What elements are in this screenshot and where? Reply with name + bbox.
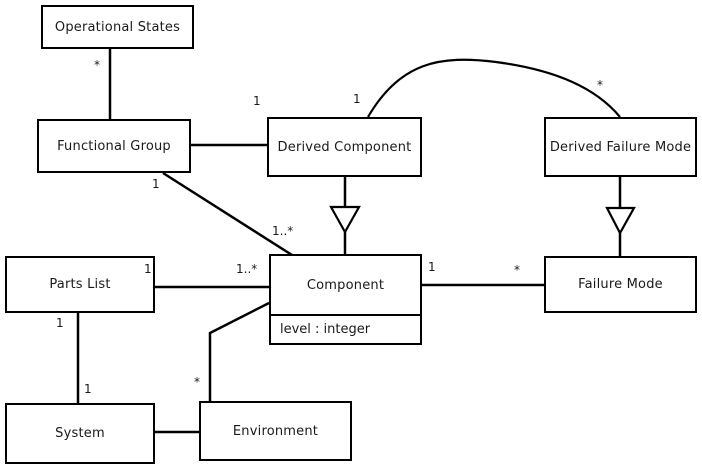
class-name-functional-group: Functional Group <box>57 138 171 154</box>
class-name-environment: Environment <box>232 423 319 439</box>
multiplicity-derived-component-curve-end: 1 <box>353 92 361 106</box>
edge-component-environment <box>208 301 270 401</box>
generalization-triangle-derived-failure-mode <box>605 206 636 236</box>
class-box-derived-component[interactable]: Derived Component <box>267 117 422 177</box>
class-box-failure-mode[interactable]: Failure Mode <box>544 256 697 313</box>
generalization-triangle-derived-component <box>329 205 361 235</box>
multiplicity-component-failure-mode-source: 1 <box>428 260 436 274</box>
class-box-derived-failure-mode[interactable]: Derived Failure Mode <box>544 117 697 177</box>
multiplicity-functional-group-component-source: 1 <box>152 177 160 191</box>
edge-derived-component-derived-failure-mode <box>367 58 621 118</box>
multiplicity-component-environment-end: * <box>194 375 200 389</box>
multiplicity-derived-failure-mode-curve-end: * <box>597 78 603 92</box>
class-box-component[interactable]: Component level : integer <box>269 254 422 345</box>
class-box-operational-states[interactable]: Operational States <box>41 5 194 49</box>
multiplicity-derived-component-functional-group-end: 1 <box>253 94 261 108</box>
multiplicity-parts-list-component-target: 1..* <box>236 262 258 276</box>
class-name-failure-mode: Failure Mode <box>578 277 663 292</box>
class-name-parts-list: Parts List <box>49 277 111 292</box>
class-name-system: System <box>55 426 105 441</box>
class-name-operational-states: Operational States <box>54 19 181 35</box>
class-name-derived-failure-mode: Derived Failure Mode <box>549 139 692 155</box>
class-box-functional-group[interactable]: Functional Group <box>37 119 191 173</box>
class-box-environment[interactable]: Environment <box>199 401 352 461</box>
multiplicity-parts-list-component-source: 1 <box>144 262 152 276</box>
multiplicity-functional-group-component-target: 1..* <box>272 224 294 238</box>
multiplicity-parts-list-system-target: 1 <box>84 382 92 396</box>
class-box-parts-list[interactable]: Parts List <box>5 256 155 313</box>
class-attribute-component-level: level : integer <box>271 314 420 343</box>
class-box-system[interactable]: System <box>5 403 155 464</box>
class-name-component: Component <box>306 277 385 293</box>
multiplicity-operational-states-end: * <box>94 58 100 72</box>
multiplicity-component-failure-mode-target: * <box>514 263 520 277</box>
edge-functional-group-component <box>162 171 293 257</box>
class-name-derived-component: Derived Component <box>277 139 412 155</box>
multiplicity-parts-list-system-source: 1 <box>56 316 64 330</box>
